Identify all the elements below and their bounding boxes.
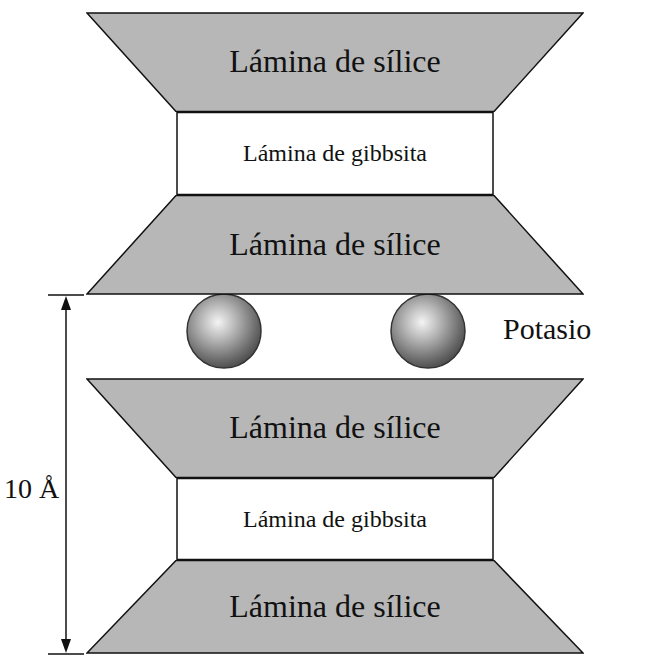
sheet-label: Lámina de sílice [229,44,440,79]
silica-sheet: Lámina de sílice [86,560,584,654]
silica-sheet: Lámina de sílice [86,12,584,112]
silica-sheet: Lámina de sílice [86,195,584,295]
silica-sheet: Lámina de sílice [86,378,584,478]
potassium-ion [391,294,465,368]
sheet-label: Lámina de sílice [229,589,440,624]
potassium-ion [187,294,261,368]
ion-label: Potasio [503,312,663,345]
gibbsite-sheet: Lámina de gibbsita [176,112,494,195]
sheet-label: Lámina de sílice [229,227,440,262]
sheet-label: Lámina de gibbsita [243,140,427,166]
dimension-label: 10 Å [4,474,58,505]
sheet-label: Lámina de sílice [229,410,440,445]
sheet-label: Lámina de gibbsita [243,506,427,532]
gibbsite-sheet: Lámina de gibbsita [176,478,494,560]
